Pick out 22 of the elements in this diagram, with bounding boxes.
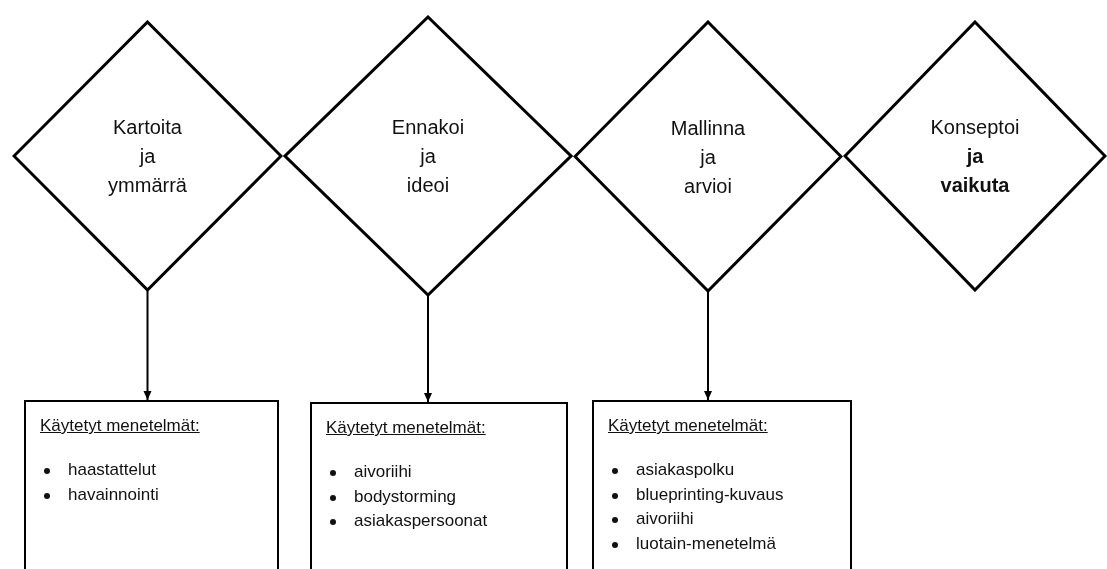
method-item: blueprinting-kuvaus: [636, 484, 784, 504]
step-label: Ennakoi ja ideoi: [391, 114, 465, 198]
method-item: haastattelut: [68, 460, 156, 479]
method-item: havainnointi: [68, 484, 159, 504]
arrow: [424, 295, 432, 403]
methods-box: [310, 402, 568, 569]
arrow: [143, 290, 152, 401]
step-label: Mallinna ja arvioi: [670, 115, 746, 198]
methods-heading: Käytetyt menetelmät:: [608, 416, 768, 436]
method-item: asiakaspolku: [636, 460, 735, 479]
step-label: Konseptoi ja vaikuta: [930, 114, 1020, 198]
method-item: bodystorming: [354, 486, 457, 506]
methods-box: [592, 400, 852, 569]
methods-heading: Käytetyt menetelmät:: [40, 416, 200, 436]
step-label: Kartoita ja ymmärrä: [108, 114, 187, 198]
method-item: luotain-menetelmä: [636, 533, 776, 553]
method-item: aivoriihi: [636, 509, 694, 529]
method-item: asiakaspersoonat: [354, 511, 488, 531]
methods-heading: Käytetyt menetelmät:: [326, 418, 486, 438]
methods-box: [24, 400, 279, 569]
method-item: aivoriihi: [354, 462, 412, 481]
arrow: [704, 291, 712, 401]
